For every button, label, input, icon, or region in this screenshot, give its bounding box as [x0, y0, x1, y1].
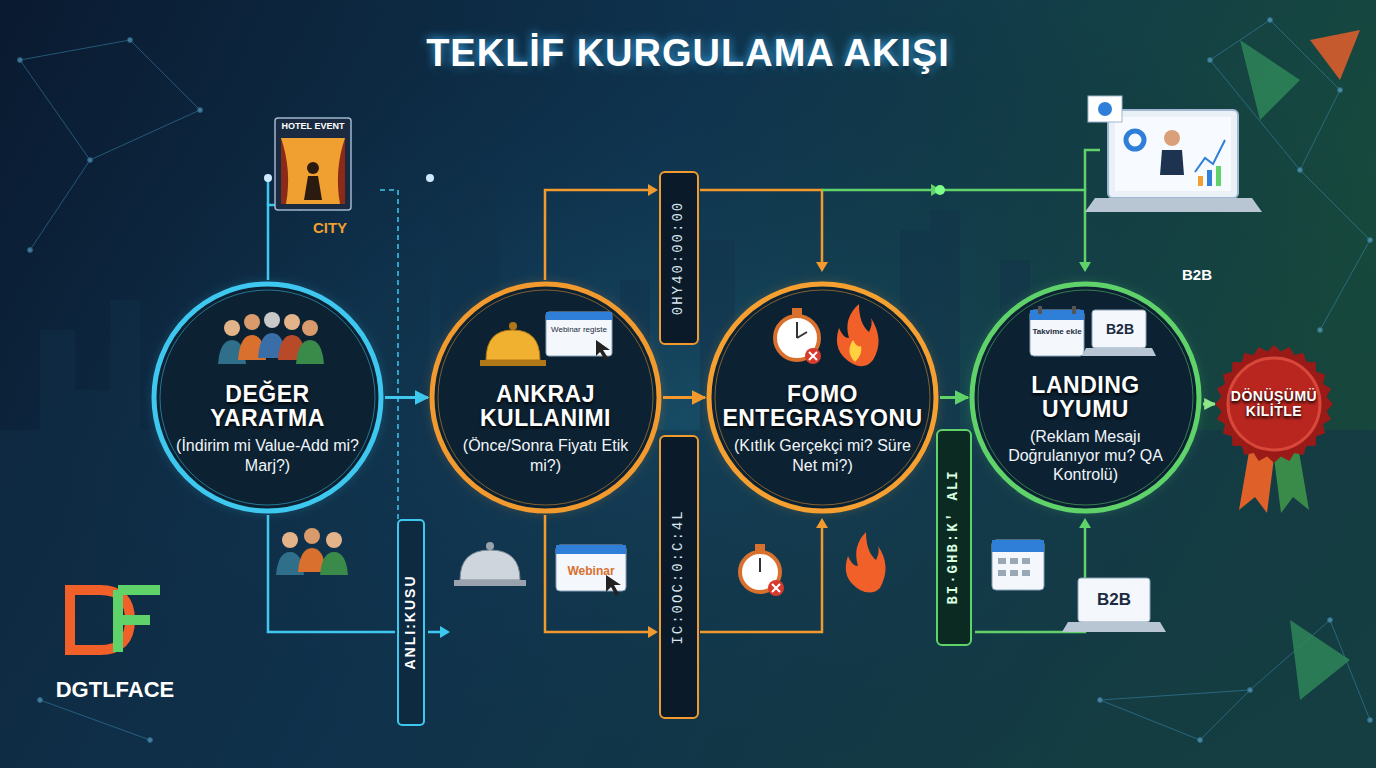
bar-label: ANLI:KUSU	[403, 575, 418, 670]
flow-arrow	[663, 396, 705, 399]
icon-label: Webinar registe	[551, 326, 607, 335]
icon-label: B2B	[1097, 591, 1131, 610]
process-circle: ANKRAJ KULLANIMI (Önce/Sonra Fiyatı Etik …	[428, 280, 663, 515]
icon-label: Takvime ekle	[1032, 328, 1081, 337]
flow-arrow	[1203, 403, 1215, 406]
node-heading: ANKRAJ KULLANIMI	[451, 382, 641, 430]
node-heading: LANDING UYUMU	[991, 373, 1181, 421]
process-circle: DEĞER YARATMA (İndirim mi Value-Add mi? M…	[150, 280, 385, 515]
icon-label: B2B	[1106, 322, 1134, 337]
node-heading: FOMO ENTEGRASYONU	[722, 382, 922, 430]
node-body: (Kıtlık Gerçekçi mi? Süre Net mi?)	[728, 436, 918, 474]
process-circle: FOMO ENTEGRASYONU (Kıtlık Gerçekçi mi? Sü…	[705, 280, 940, 515]
node-body: (İndirim mi Value-Add mi? Marj?)	[173, 436, 363, 474]
bar-label: IC:0OC:0:C:4L	[671, 509, 686, 644]
icon-label: Webinar	[567, 565, 614, 578]
icon-label: B2B	[1182, 267, 1212, 284]
node-body: (Önce/Sonra Fiyatı Etik mi?)	[451, 436, 641, 474]
icon-label: CITY	[313, 220, 347, 237]
node-body: (Reklam Mesajı Doğrulanıyor mu? QA Kontr…	[991, 427, 1181, 485]
node-heading: DÖNÜŞÜMÜ KİLİTLE	[1228, 389, 1320, 418]
flow-arrow	[940, 396, 968, 399]
node-heading: DEĞER YARATMA	[173, 382, 363, 430]
seal-badge: DÖNÜŞÜMÜ KİLİTLE	[1215, 345, 1333, 463]
bar-label: 0HY40:00:00	[671, 201, 686, 315]
process-circle: LANDING UYUMU (Reklam Mesajı Doğrulanıyor…	[968, 280, 1203, 515]
icon-label: HOTEL EVENT	[280, 122, 347, 132]
bar-label: BI·GHB:K' ALI	[946, 469, 961, 604]
brand-logo-text: DGTLFACE	[56, 678, 175, 702]
flow-arrow	[385, 396, 428, 399]
diagram-title: TEKLİF KURGULAMA AKIŞI	[0, 32, 1376, 75]
